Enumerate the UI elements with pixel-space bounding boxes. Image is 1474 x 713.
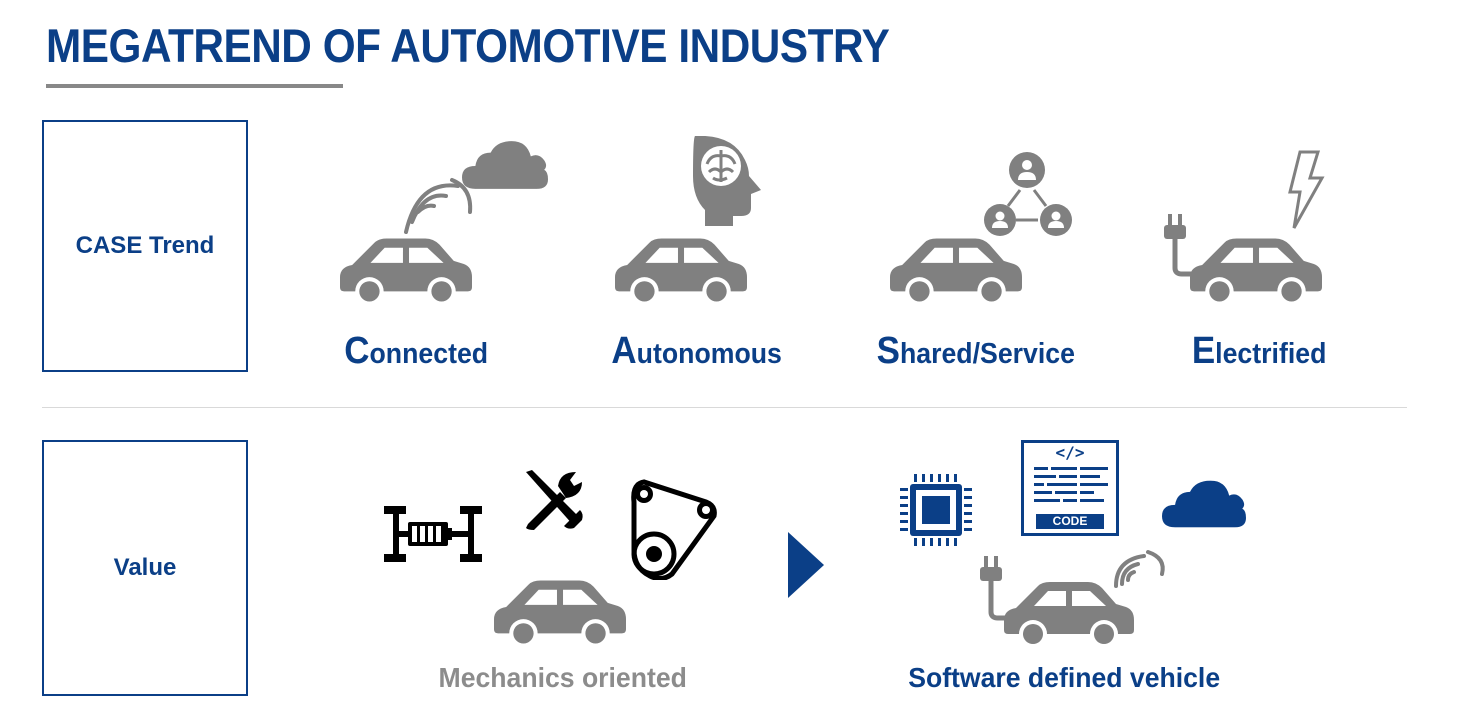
code-tag: </> — [1055, 443, 1085, 462]
tools-icon — [526, 470, 583, 530]
people-network-icon — [984, 152, 1072, 236]
value-label: Value — [113, 554, 177, 581]
mechanics-caption: Mechanics oriented — [438, 662, 687, 693]
chassis-battery-icon — [384, 506, 482, 562]
mechanics-car-icon — [494, 580, 626, 646]
case-trend-label: CASE Trend — [75, 232, 215, 259]
code-window-icon: </> CODE — [1021, 440, 1119, 536]
code-label: CODE — [1036, 514, 1104, 529]
case-trend-box: CASE Trend — [42, 120, 248, 372]
shared-car-icon — [890, 152, 1072, 304]
cloud-icon — [462, 141, 548, 189]
page-title: MEGATREND OF AUTOMOTIVE INDUSTRY — [46, 19, 890, 72]
signal-icon — [404, 178, 473, 234]
software-caption: Software defined vehicle — [908, 662, 1221, 693]
plug-icon — [980, 556, 1002, 581]
value-box: Value — [42, 440, 248, 696]
software-car-icon — [980, 550, 1165, 646]
title-underline — [46, 84, 343, 88]
software-cloud-icon — [1162, 480, 1246, 528]
trend-connected: Connected — [344, 330, 489, 372]
code-lines-icon — [1034, 467, 1108, 502]
signal-icon — [1114, 550, 1165, 588]
transition-arrow-icon — [788, 532, 824, 598]
belt-pulley-icon — [631, 479, 717, 580]
electrified-car-icon — [1164, 150, 1325, 304]
plug-icon — [1164, 214, 1198, 277]
connected-car-icon — [340, 141, 548, 304]
trend-shared-service: Shared/Service — [876, 330, 1075, 372]
trend-autonomous: Autonomous — [611, 330, 782, 372]
trend-electrified: Electrified — [1191, 330, 1327, 372]
lightning-icon — [1288, 150, 1325, 229]
chip-icon — [900, 474, 972, 546]
row-divider — [42, 407, 1407, 408]
brain-head-icon — [693, 136, 761, 226]
autonomous-car-icon — [615, 136, 761, 304]
